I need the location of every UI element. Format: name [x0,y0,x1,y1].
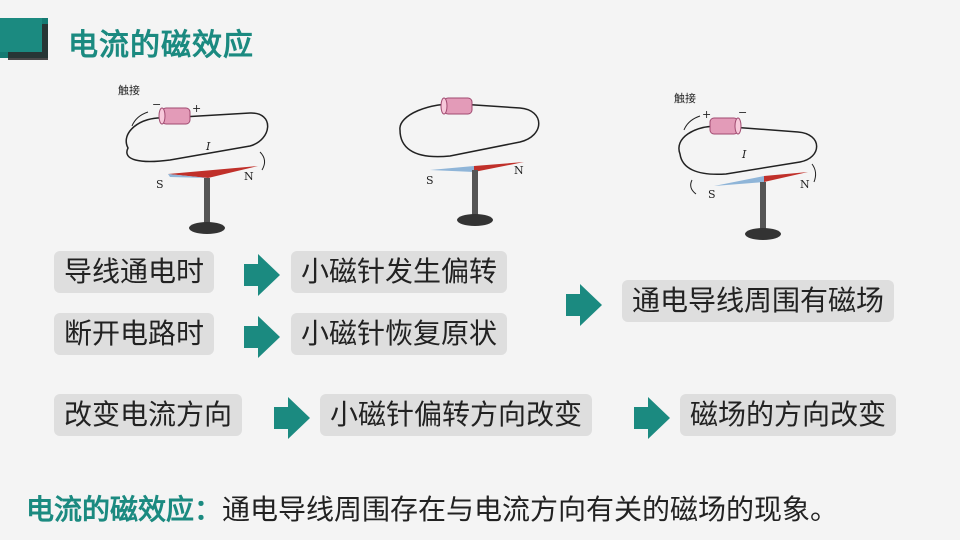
panel-needle-reverse: 小磁针偏转方向改变 [320,394,593,436]
figure-3-south: S [708,188,716,201]
page-title: 电流的磁效应 [68,28,254,63]
figure-3-pos: + [702,108,711,121]
panel-disconnect: 断开电路时 [54,313,215,355]
figure-3-caption: 触接 [674,91,696,105]
figure-1-circuit: 触接 − + I S N [118,83,269,234]
figure-3-north: N [800,178,810,191]
summary-line: 电流的磁效应：通电导线周围存在与电流方向有关的磁场的现象。 [26,488,838,528]
panel-field-reverse: 磁场的方向改变 [680,394,897,436]
figure-1-south: S [156,178,164,191]
figure-2-north: N [514,164,524,177]
panel-conduct: 导线通电时 [54,251,215,293]
figure-3-current: I [741,148,747,161]
header-accent-front [0,18,42,52]
figure-1-caption: 触接 [118,83,140,97]
summary-text: 通电导线周围存在与电流方向有关的磁场的现象。 [222,493,839,526]
panel-needle-restore: 小磁针恢复原状 [291,313,508,355]
summary-key: 电流的磁效应： [26,493,223,526]
figure-1-north: N [244,170,254,183]
panel-reverse-current: 改变电流方向 [54,394,243,436]
figure-2-circuit: S N [399,97,540,226]
figure-2-south: S [426,174,434,187]
figure-1-neg: − [152,98,161,111]
panel-needle-deflect: 小磁针发生偏转 [291,251,508,293]
panel-conclusion: 通电导线周围有磁场 [622,280,895,322]
figure-1-pos: + [192,102,201,115]
figure-3-circuit: 触接 + − I S N [674,91,818,240]
figure-3-neg: − [738,106,747,119]
figure-1-current: I [205,140,211,153]
